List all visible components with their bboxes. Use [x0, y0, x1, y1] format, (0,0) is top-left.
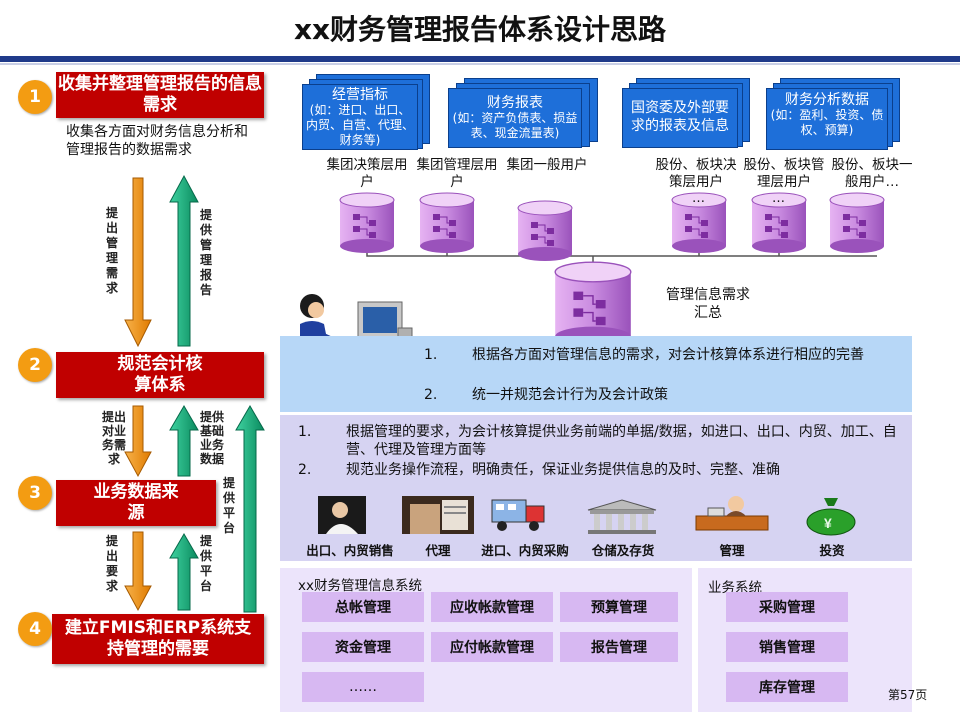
svg-text:¥: ¥	[824, 515, 832, 531]
page-number: 第57页	[888, 686, 927, 703]
warehouse-icon	[584, 498, 660, 534]
module-general-ledger: 总帐管理	[302, 592, 424, 622]
module-sales: 销售管理	[726, 632, 848, 662]
db-group-general	[518, 201, 572, 261]
user-group-general: 集团一般用户	[506, 157, 588, 174]
panel1-item1-text: 根据各方面对管理信息的需求，对会计核算体系进行相应的完善	[472, 346, 900, 364]
panel2-item1-text: 根据管理的要求，为会计核算提供业务前端的单据/数据，如进口、出口、内贸、加工、自…	[346, 423, 906, 459]
doc-analysis-title: 财务分析数据	[769, 92, 885, 108]
panel2-item2-num: 2.	[298, 461, 311, 479]
module-receivables: 应收帐款管理	[431, 592, 553, 622]
sales-icon	[318, 496, 366, 534]
module-purchasing: 采购管理	[726, 592, 848, 622]
biz-label-warehouse: 仓储及存货	[578, 540, 668, 559]
doc-financial-title: 财务报表	[451, 95, 579, 111]
arrow-up-2	[170, 406, 198, 476]
label-provide-biz-data: 提供基础业务数据	[198, 410, 226, 466]
label-request-biz: 提出对业务需求	[100, 410, 128, 466]
db-share-general	[830, 193, 884, 253]
module-inventory: 库存管理	[726, 672, 848, 702]
panel1-item2-text: 统一并规范会计行为及会计政策	[472, 386, 900, 404]
module-payables: 应付帐款管理	[431, 632, 553, 662]
doc-stack-sasac: 国资委及外部要求的报表及信息	[622, 78, 752, 152]
arrow-down-3	[125, 532, 151, 610]
import-truck-icon	[490, 496, 548, 534]
module-budget: 预算管理	[560, 592, 678, 622]
db-group-decision	[340, 193, 394, 253]
label-provide-platform-long: 提供平台	[222, 476, 236, 536]
panel1-item1-num: 1.	[424, 346, 437, 364]
db-dots-2: …	[772, 191, 785, 206]
arrow-up-3	[170, 534, 198, 610]
module-treasury: 资金管理	[302, 632, 424, 662]
arrow-down-1	[125, 178, 151, 346]
arrow-down-2	[125, 406, 151, 476]
investment-money-bag-icon: ¥	[804, 494, 858, 536]
label-request-mgmt: 提出管理需求	[105, 206, 119, 296]
panel2-item1-num: 1.	[298, 423, 311, 441]
central-db-label: 管理信息需求汇总	[660, 286, 756, 322]
doc-stack-analysis: 财务分析数据 (如：盈利、投资、债权、预算)	[766, 78, 906, 152]
doc-analysis-sub: (如：盈利、投资、债权、预算)	[769, 108, 885, 138]
biz-label-investment: 投资	[800, 540, 864, 559]
label-provide-platform: 提供平台	[199, 534, 213, 594]
module-more: ……	[302, 672, 424, 702]
management-icon	[690, 494, 774, 536]
flow-arrows	[0, 0, 280, 720]
panel2-item2-text: 规范业务操作流程，明确责任，保证业务提供信息的及时、完整、准确	[346, 461, 906, 479]
label-request: 提出要求	[105, 534, 119, 594]
arrow-up-platform	[236, 406, 264, 612]
db-group-management	[420, 193, 474, 253]
db-central	[555, 262, 631, 340]
agency-icon	[402, 496, 474, 534]
doc-kpi-title: 经营指标	[305, 87, 415, 103]
doc-sasac-title: 国资委及外部要求的报表及信息	[622, 88, 738, 148]
db-dots-1: …	[692, 191, 705, 206]
label-provide-report: 提供管理报告	[199, 208, 213, 298]
doc-stack-financial: 财务报表 (如：资产负债表、损益表、现金流量表)	[448, 78, 598, 152]
biz-label-management: 管理	[702, 540, 762, 559]
doc-stack-kpi: 经营指标 (如：进口、出口、内贸、自营、代理、财务等)	[302, 74, 432, 152]
panel1-item2-num: 2.	[424, 386, 437, 404]
module-reporting: 报告管理	[560, 632, 678, 662]
biz-label-agency: 代理	[408, 540, 468, 559]
fmis-title: xx财务管理信息系统	[298, 574, 422, 594]
doc-kpi-sub: (如：进口、出口、内贸、自营、代理、财务等)	[305, 103, 415, 148]
biz-label-sales: 出口、内贸销售	[298, 540, 402, 559]
biz-label-import: 进口、内贸采购	[470, 540, 580, 559]
doc-financial-sub: (如：资产负债表、损益表、现金流量表)	[451, 111, 579, 141]
arrow-up-1	[170, 176, 198, 346]
